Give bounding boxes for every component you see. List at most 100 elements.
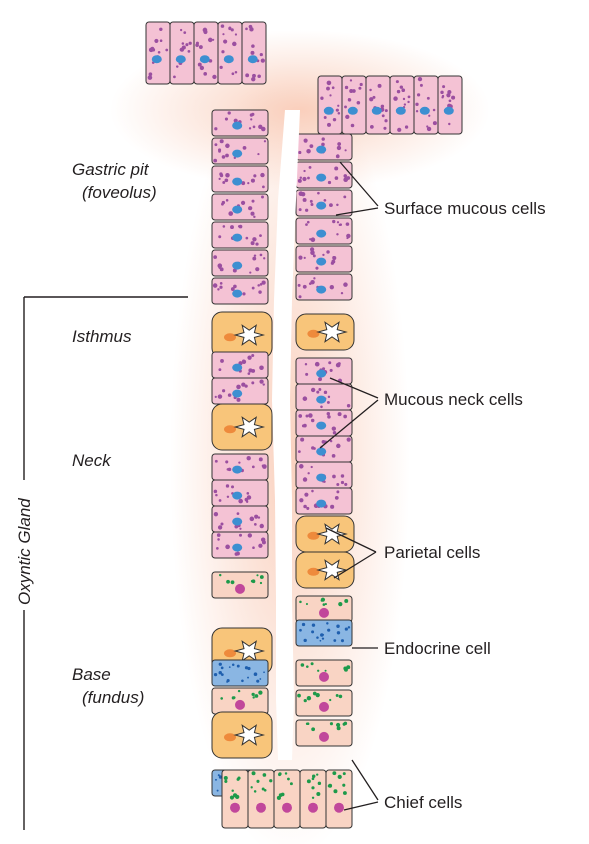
zymogen-granule [338, 602, 342, 606]
cell-nucleus [420, 107, 430, 115]
mucous-granule [305, 209, 308, 212]
zymogen-granule [260, 575, 264, 579]
mucous-granule [225, 545, 230, 550]
mucous-granule [330, 369, 333, 372]
cell-nucleus [232, 466, 242, 474]
mucous-cell-body [390, 76, 414, 134]
cell-nucleus [316, 474, 326, 482]
mucous-granule [404, 103, 406, 105]
mucous-granule [381, 105, 384, 108]
mucous-cell [296, 246, 352, 272]
mucous-granule [232, 42, 237, 47]
zymogen-granule [342, 784, 345, 787]
mucous-granule [426, 125, 428, 127]
mucous-granule [302, 177, 306, 181]
mucous-granule [298, 256, 302, 260]
cell-nucleus [316, 202, 326, 210]
cell-nucleus [316, 258, 326, 266]
mucous-granule [237, 512, 240, 515]
parietal-nucleus [307, 330, 319, 338]
mucous-granule [235, 71, 238, 74]
mucous-granule [248, 372, 251, 375]
zymogen-granule [307, 779, 311, 783]
mucous-granule [336, 444, 340, 448]
chief-cell [212, 572, 268, 598]
mucous-granule [307, 177, 310, 180]
cell-nucleus [232, 178, 242, 186]
mucous-granule [328, 361, 331, 364]
mucous-granule [217, 533, 221, 537]
mucous-granule [251, 381, 254, 384]
mucous-granule [249, 25, 253, 29]
mucous-cell [414, 76, 438, 134]
mucous-granule [343, 177, 348, 182]
mucous-granule [352, 89, 356, 93]
mucous-granule [176, 65, 178, 67]
mucous-granule [220, 66, 223, 69]
parietal-cell [296, 314, 354, 350]
mucous-granule [215, 396, 217, 398]
mucous-cell [212, 222, 268, 248]
endocrine-granule [263, 671, 265, 673]
mucous-granule [408, 96, 411, 99]
mucous-granule [215, 494, 218, 497]
mucous-granule [332, 256, 335, 259]
mucous-granule [222, 389, 225, 392]
mucous-granule [440, 91, 443, 94]
cell-nucleus [372, 107, 382, 115]
mucous-granule [345, 149, 347, 151]
endocrine-granule [322, 637, 324, 639]
mucous-granule [299, 498, 303, 502]
mucous-granule [257, 284, 260, 287]
mucous-granule [341, 292, 343, 294]
mucous-cell-body [170, 22, 194, 84]
mucous-granule [228, 393, 232, 397]
mucous-cell [194, 22, 218, 84]
mucous-granule [261, 58, 265, 62]
mucous-granule [218, 394, 222, 398]
mucous-granule [382, 114, 385, 117]
oxyntic-gland-bracket [24, 297, 188, 830]
mucous-cell [212, 166, 268, 192]
endocrine-granule [304, 639, 307, 642]
mucous-granule [251, 241, 255, 245]
mucous-granule [247, 356, 251, 360]
chief-cell-body [248, 770, 274, 828]
mucous-granule [252, 287, 255, 290]
mucous-granule [322, 137, 325, 140]
mucous-granule [220, 139, 224, 143]
mucous-granule [213, 255, 217, 259]
mucous-granule [334, 166, 338, 170]
mucous-granule [427, 97, 430, 100]
mucous-granule [307, 221, 310, 224]
zymogen-granule [279, 793, 283, 797]
mucous-granule [338, 412, 342, 416]
zymogen-granule [339, 695, 343, 699]
mucous-granule [214, 127, 217, 130]
mucous-granule [336, 490, 339, 493]
mucous-granule [310, 203, 313, 206]
zymogen-granule [330, 722, 333, 725]
parietal-nucleus [307, 532, 319, 540]
mucous-granule [347, 438, 351, 442]
label-oxyntic-gland: Oxyntic Gland [15, 498, 34, 605]
mucous-granule [246, 492, 249, 495]
mucous-granule [332, 426, 336, 430]
zymogen-granule [251, 693, 254, 696]
mucous-granule [223, 40, 227, 44]
endocrine-granule [232, 663, 235, 666]
mucous-granule [158, 51, 161, 54]
chief-cell [296, 720, 352, 746]
mucous-granule [252, 237, 256, 241]
mucous-granule [333, 118, 336, 121]
endocrine-granule [259, 678, 261, 680]
mucous-granule [310, 200, 313, 203]
endocrine-granule [348, 626, 350, 628]
mucous-granule [226, 199, 229, 202]
cell-nucleus [232, 122, 242, 130]
cell-nucleus [232, 150, 242, 158]
mucous-granule [305, 373, 308, 376]
mucous-cell-body [218, 22, 242, 84]
zymogen-granule [235, 795, 239, 799]
mucous-granule [303, 396, 308, 401]
